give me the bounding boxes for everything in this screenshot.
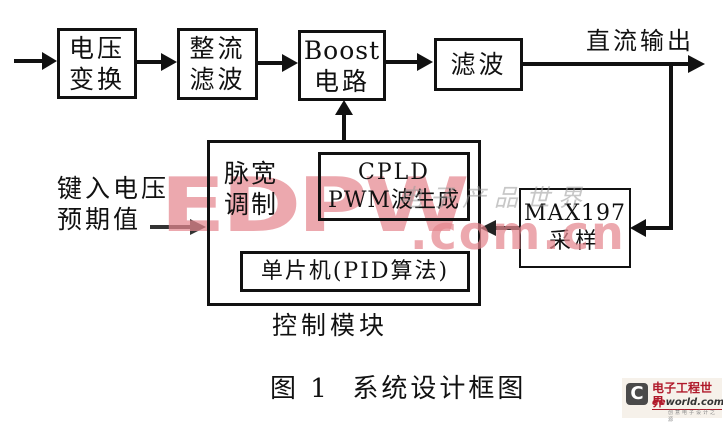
arrow-rectifier-to-boost <box>257 54 298 72</box>
filter-block: 滤波 <box>434 38 523 91</box>
input-arrow <box>14 52 57 70</box>
max197-line2: 采样 <box>548 229 601 254</box>
boost-circuit-line1: Boost <box>303 35 381 65</box>
filter-label: 滤波 <box>450 50 507 79</box>
voltage-setpoint-line2: 预期值 <box>57 205 142 234</box>
arrow-dc-output <box>522 55 705 73</box>
voltage-transform-line2: 变换 <box>68 64 125 94</box>
rectifier-filter-block: 整流 滤波 <box>177 28 258 100</box>
rectifier-filter-line2: 滤波 <box>189 65 246 94</box>
voltage-transform-line1: 电压 <box>68 33 125 63</box>
dc-output-label: 直流输出 <box>586 27 694 55</box>
edpw-watermark: EDPW <box>160 161 470 249</box>
arrow-control-to-boost <box>335 100 353 140</box>
arrow-setpoint-to-control <box>150 219 206 235</box>
control-module-label: 控制模块 <box>272 311 389 340</box>
logo-tagline: 创意电子设计之源 <box>668 410 718 423</box>
pwm-modulation-label: 脉宽 调制 <box>224 158 278 220</box>
arrow-sampling-to-control <box>480 220 519 236</box>
control-module-block <box>207 140 481 306</box>
voltage-setpoint-label: 键入电压 预期值 <box>57 173 169 235</box>
voltage-transform-block: 电压 变换 <box>57 28 137 99</box>
cpld-line2: PWM波生成 <box>328 187 460 213</box>
arrow-transform-to-rectifier <box>136 53 177 71</box>
feedback-wire <box>630 64 673 237</box>
com-cn-watermark: .com.cn <box>410 206 626 260</box>
pwm-modulation-line1: 脉宽 <box>224 159 279 188</box>
cpld-line1: CPLD <box>358 159 430 185</box>
figure-caption: 图 1 系统设计框图 <box>270 374 527 404</box>
boost-circuit-block: Boost 电路 <box>298 30 386 101</box>
boost-circuit-line2: 电路 <box>313 66 370 96</box>
voltage-setpoint-line1: 键入电压 <box>57 174 170 203</box>
logo-domain: eeworld.com.cn <box>652 397 723 408</box>
rectifier-filter-line1: 整流 <box>189 34 246 63</box>
logo-name-cn: 电子工程世界 <box>652 381 722 410</box>
max197-line1: MAX197 <box>523 201 627 226</box>
logo-domain-rest: world.com.cn <box>665 397 723 408</box>
eeworld-c-icon: C <box>626 383 648 405</box>
cn-text-watermark: 电子产品世界 <box>398 184 590 212</box>
pwm-modulation-line2: 调制 <box>224 190 279 219</box>
max197-sampling-block: MAX197 采样 <box>519 188 631 268</box>
mcu-pid-block: 单片机(PID算法) <box>240 251 470 292</box>
mcu-pid-label: 单片机(PID算法) <box>260 258 450 284</box>
cpld-pwm-block: CPLD PWM波生成 <box>318 152 470 221</box>
arrow-boost-to-filter <box>385 53 433 71</box>
eeworld-logo: C 电子工程世界 eeworld.com.cn 创意电子设计之源 <box>622 378 723 423</box>
logo-domain-prefix: ee <box>652 397 666 408</box>
